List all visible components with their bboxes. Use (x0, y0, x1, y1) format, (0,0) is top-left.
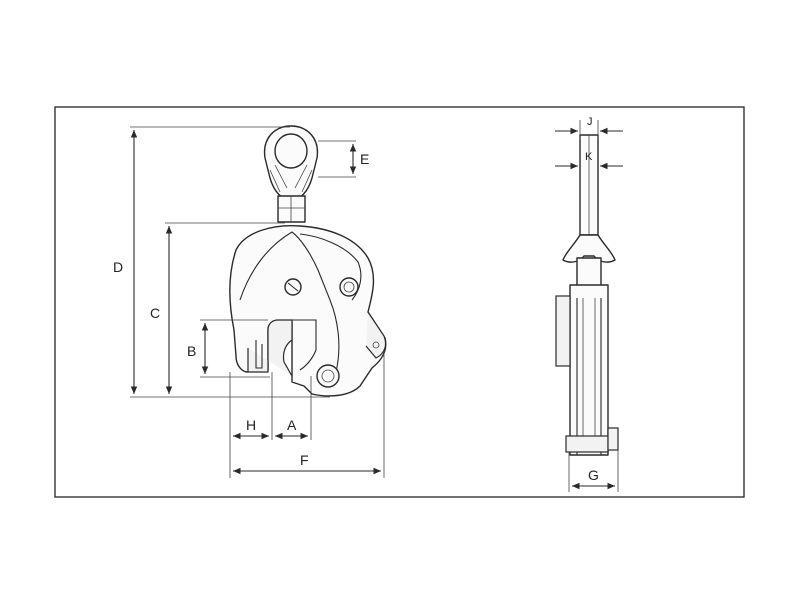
label-k: K (585, 151, 593, 163)
dimension-e: E (318, 140, 369, 178)
label-d: D (113, 259, 123, 275)
label-b: B (187, 343, 196, 359)
clamp-body (229, 225, 387, 397)
label-e: E (360, 151, 369, 167)
label-f: F (300, 452, 309, 468)
lifting-eye (263, 125, 319, 223)
label-c: C (150, 305, 160, 321)
dimension-f: F (233, 350, 385, 478)
label-g: G (588, 467, 599, 483)
side-view: J K G (555, 116, 623, 492)
label-h: H (246, 417, 256, 433)
label-j: J (587, 116, 593, 128)
label-a: A (287, 417, 297, 433)
dimension-b: B (187, 319, 270, 378)
front-view: D C B E H A (113, 125, 387, 478)
dimension-j: J (555, 116, 623, 140)
dimension-g: G (568, 450, 619, 492)
drawing-frame (54, 106, 745, 498)
dimension-k: K (555, 151, 623, 170)
dimension-h-a: H A (229, 372, 312, 478)
dimension-c: C (150, 222, 285, 394)
